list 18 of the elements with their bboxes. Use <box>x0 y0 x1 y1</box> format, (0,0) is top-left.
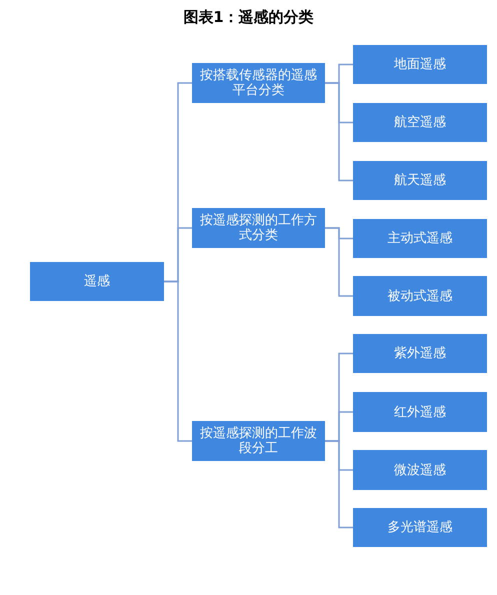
category-box: 航天遥感 <box>353 161 487 200</box>
category-box: 微波遥感 <box>353 450 487 490</box>
connector-line <box>164 280 192 442</box>
category-box: 遥感 <box>30 262 164 301</box>
category-box: 按遥感探测的工作方式分类 <box>192 208 325 248</box>
category-box: 航空遥感 <box>353 103 487 142</box>
category-box: 按遥感探测的工作波段分工 <box>192 421 325 461</box>
category-box: 多光谱遥感 <box>353 508 487 547</box>
category-box: 按搭载传感器的遥感平台分类 <box>192 63 325 103</box>
connector-line <box>325 227 353 297</box>
connector-line <box>325 440 353 528</box>
connector-line <box>325 82 353 182</box>
title: 图表1：遥感的分类 <box>182 8 315 27</box>
category-box: 主动式遥感 <box>353 219 487 258</box>
category-box: 红外遥感 <box>353 392 487 432</box>
category-box: 紫外遥感 <box>353 334 487 373</box>
category-box: 被动式遥感 <box>353 276 487 316</box>
category-box: 地面遥感 <box>353 45 487 84</box>
